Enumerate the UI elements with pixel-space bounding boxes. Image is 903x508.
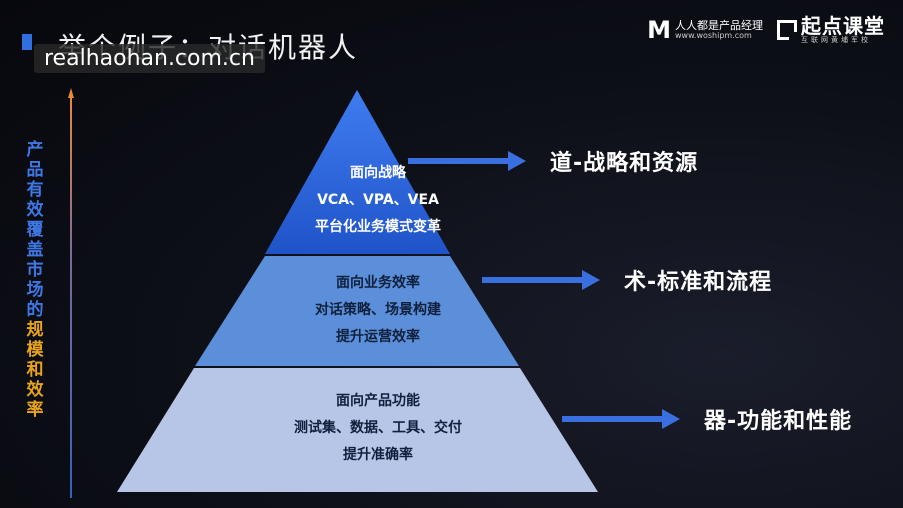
woshipm-logo-icon: M: [647, 16, 671, 45]
level-row-shu: 术-标准和流程: [482, 264, 772, 296]
level-row-qi: 器-功能和性能: [562, 403, 852, 435]
tier-bottom-text: 面向产品功能 测试集、数据、工具、交付 提升准确率: [218, 388, 538, 469]
title-accent-bar: [22, 34, 32, 50]
side-caption: 产品有效覆盖市场的规模和效率: [24, 140, 46, 420]
level-row-dao: 道-战略和资源: [408, 145, 698, 177]
pyramid-top-tier: [265, 90, 450, 254]
qidian-name: 起点课堂: [801, 14, 885, 38]
tier-middle-line3: 提升运营效率: [336, 329, 420, 345]
tier-bottom-line3: 提升准确率: [343, 447, 413, 463]
tier-bottom-heading: 面向产品功能: [336, 393, 420, 409]
pyramid-middle-tier: [195, 256, 519, 366]
woshipm-url: www.woshipm.com: [675, 30, 752, 40]
qidian-logo: 起点课堂 互联网黄埔军校: [777, 16, 885, 44]
tier-top-line3: 平台化业务模式变革: [315, 219, 441, 235]
tier-bottom-line2: 测试集、数据、工具、交付: [294, 420, 462, 436]
tier-top-heading: 面向战略: [350, 165, 406, 181]
pyramid-bottom-tier: [117, 368, 598, 492]
qidian-sub: 互联网黄埔军校: [801, 36, 871, 44]
side-caption-blue: 产品有效覆盖市场的: [26, 140, 44, 320]
arrow-right-icon: [482, 270, 600, 290]
tier-middle-line2: 对话策略、场景构建: [315, 302, 441, 318]
tier-middle-heading: 面向业务效率: [336, 275, 420, 291]
watermark: realhaohan.com.cn: [34, 44, 265, 73]
scale-arrow: [68, 88, 74, 498]
tier-middle-text: 面向业务效率 对话策略、场景构建 提升运营效率: [258, 270, 498, 351]
logos: M 人人都是产品经理 www.woshipm.com 起点课堂 互联网黄埔军校: [647, 16, 885, 45]
qidian-logo-icon: [777, 20, 797, 41]
woshipm-name: 人人都是产品经理: [675, 19, 763, 33]
level-label-shu: 术-标准和流程: [624, 270, 773, 295]
woshipm-logo: M 人人都是产品经理 www.woshipm.com: [647, 16, 763, 44]
arrow-right-icon: [408, 151, 526, 171]
side-caption-gold: 规模和效率: [26, 320, 44, 420]
arrow-right-icon: [562, 409, 680, 429]
tier-top-line2: VCA、VPA、VEA: [317, 192, 439, 208]
level-label-dao: 道-战略和资源: [550, 151, 699, 176]
level-label-qi: 器-功能和性能: [704, 409, 853, 434]
tier-top-text: 面向战略 VCA、VPA、VEA 平台化业务模式变革: [258, 160, 498, 241]
